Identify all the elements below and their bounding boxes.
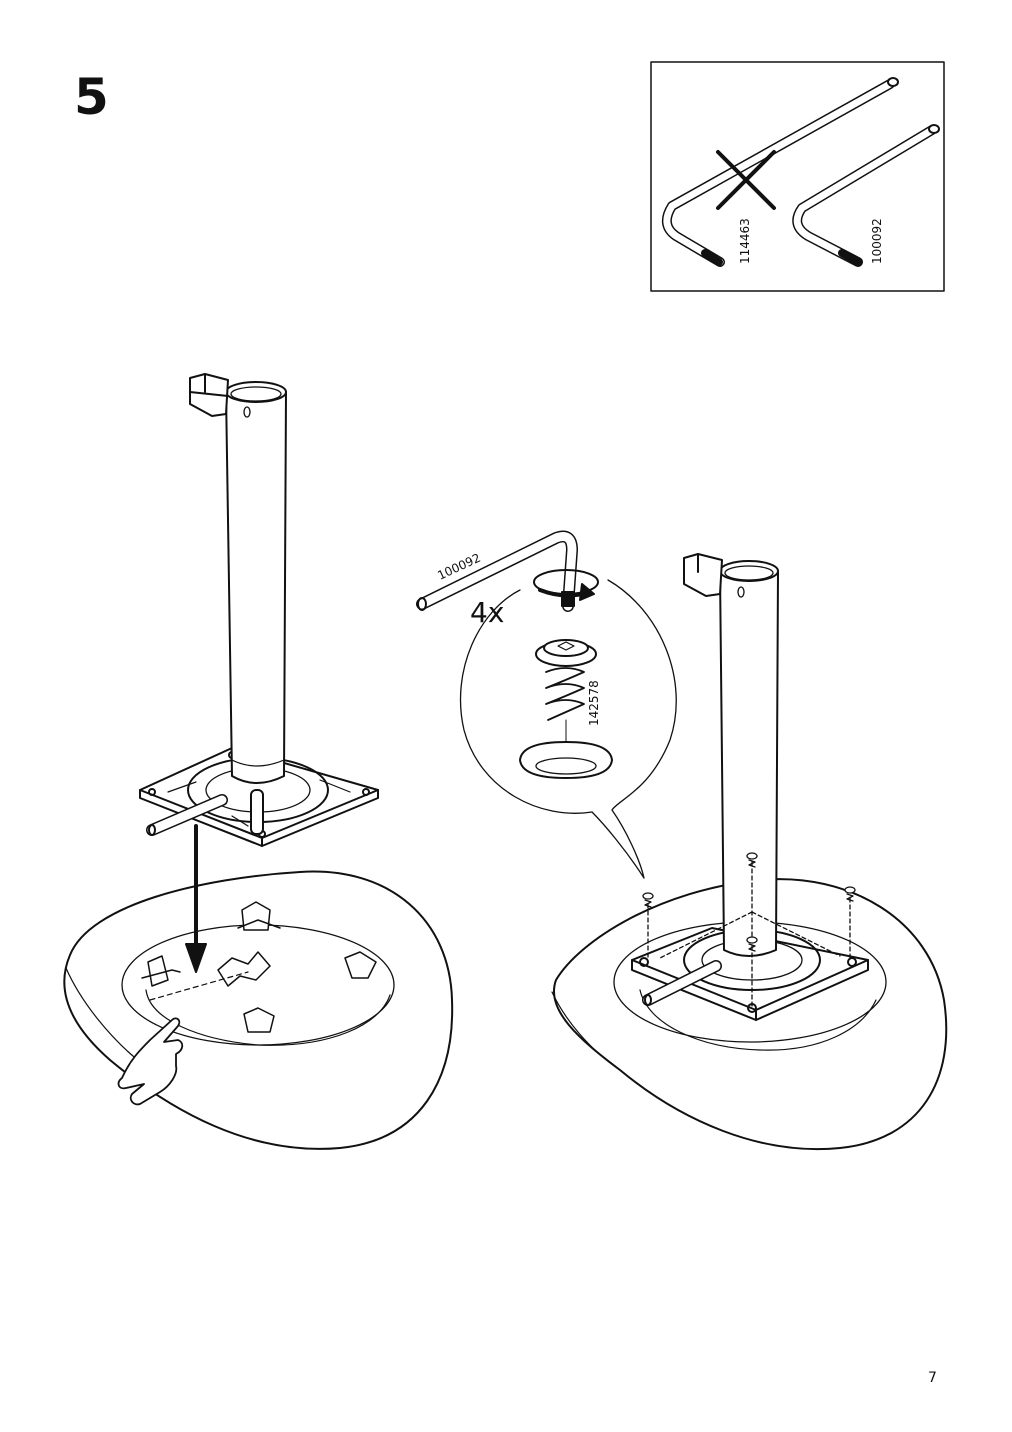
down-arrow-icon <box>185 824 207 973</box>
top-bracket-left <box>189 373 229 417</box>
x-mark-icon <box>716 150 776 210</box>
tool-comparison-panel: 114463 100092 <box>650 61 945 292</box>
mounting-hole <box>519 741 613 779</box>
screw-code: 142578 <box>587 680 601 726</box>
left-assembly <box>63 373 454 1150</box>
column-tube-right <box>719 560 779 957</box>
screws-right <box>642 852 856 1009</box>
right-assembly <box>551 553 948 1150</box>
pointing-hand-icon <box>117 1017 184 1106</box>
quantity-label: 4x <box>470 596 504 629</box>
seat-clips-left <box>141 901 377 1033</box>
wrong-allen-key <box>661 77 899 267</box>
correct-tool-code: 100092 <box>870 218 884 264</box>
rotate-arrow-icon <box>533 569 599 601</box>
allen-key-in-base-right <box>642 960 722 1006</box>
allen-key-in-base-left <box>146 789 264 836</box>
wrong-tool-code: 114463 <box>738 218 752 264</box>
correct-allen-key <box>792 124 940 267</box>
panel-frame <box>650 61 945 292</box>
detail-callout: 100092 4x 142578 <box>416 530 677 879</box>
step-number: 5 <box>74 68 109 126</box>
page-number: 7 <box>928 1370 937 1386</box>
column-tube-left <box>225 381 287 784</box>
top-bracket-right <box>683 553 723 597</box>
